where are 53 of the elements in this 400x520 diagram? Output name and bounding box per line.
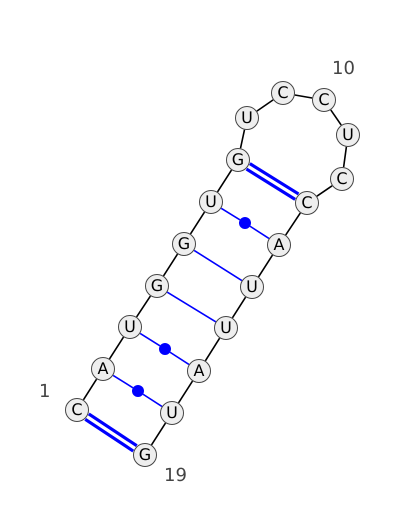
base-pair-line (112, 374, 134, 388)
backbone-line (136, 296, 152, 318)
nucleotide-circle: A (187, 359, 211, 383)
backbone-line (216, 170, 232, 192)
filled-dot (239, 217, 251, 229)
nucleotide-circle: U (235, 106, 259, 130)
backbone-line (316, 185, 333, 197)
nucleotide-circle: U (160, 401, 184, 425)
nucleotide-circle: U (240, 275, 264, 299)
backbone-line (190, 212, 206, 234)
base-pair-line (84, 412, 138, 453)
nucleotide-circle: G (226, 148, 250, 172)
nucleotide-circle: C (65, 398, 89, 422)
backbone-line (162, 254, 178, 276)
base-pair-line (142, 394, 162, 408)
backbone-line (258, 254, 274, 278)
nucleotide-circle: A (91, 357, 115, 381)
base-pair-line (166, 292, 216, 322)
nucleotide-circle: C (295, 191, 319, 215)
filled-dot (159, 343, 171, 355)
base-pair-line (170, 352, 190, 366)
nucleotide-circle: U (118, 315, 142, 339)
backbone-line (256, 99, 274, 112)
backbone-line (178, 380, 194, 404)
base-pair-line (140, 332, 160, 346)
base-pair-line (244, 162, 300, 201)
nucleotide-circle: U (336, 123, 360, 147)
nucleotide-circle: G (172, 232, 196, 256)
backbone-line (232, 296, 246, 318)
backbone-line (108, 336, 124, 360)
nucleotide-circle: C (330, 167, 354, 191)
position-number: 1 (39, 383, 50, 401)
base-pair-line (220, 208, 240, 221)
nucleotide-circle: G (133, 443, 157, 467)
backbone-line (204, 338, 220, 362)
backbone-line (284, 212, 302, 236)
backbone-line (150, 422, 166, 446)
nucleotide-circle: C (312, 88, 336, 112)
base-pair-line (194, 250, 242, 282)
nucleotide-circle: C (271, 81, 295, 105)
position-number: 19 (164, 467, 187, 485)
nucleotide-circle: U (214, 316, 238, 340)
nucleotide-circle: G (145, 274, 169, 298)
base-pair-line (250, 226, 270, 240)
filled-dot (132, 385, 144, 397)
backbone-line (82, 378, 98, 400)
position-number: 10 (332, 60, 355, 78)
nucleotide-circle: A (267, 233, 291, 257)
nucleotide-circle: U (199, 190, 223, 214)
backbone-line (330, 109, 342, 126)
backbone-line (342, 146, 348, 168)
backbone-line (240, 130, 246, 148)
backbone-line (294, 94, 312, 99)
